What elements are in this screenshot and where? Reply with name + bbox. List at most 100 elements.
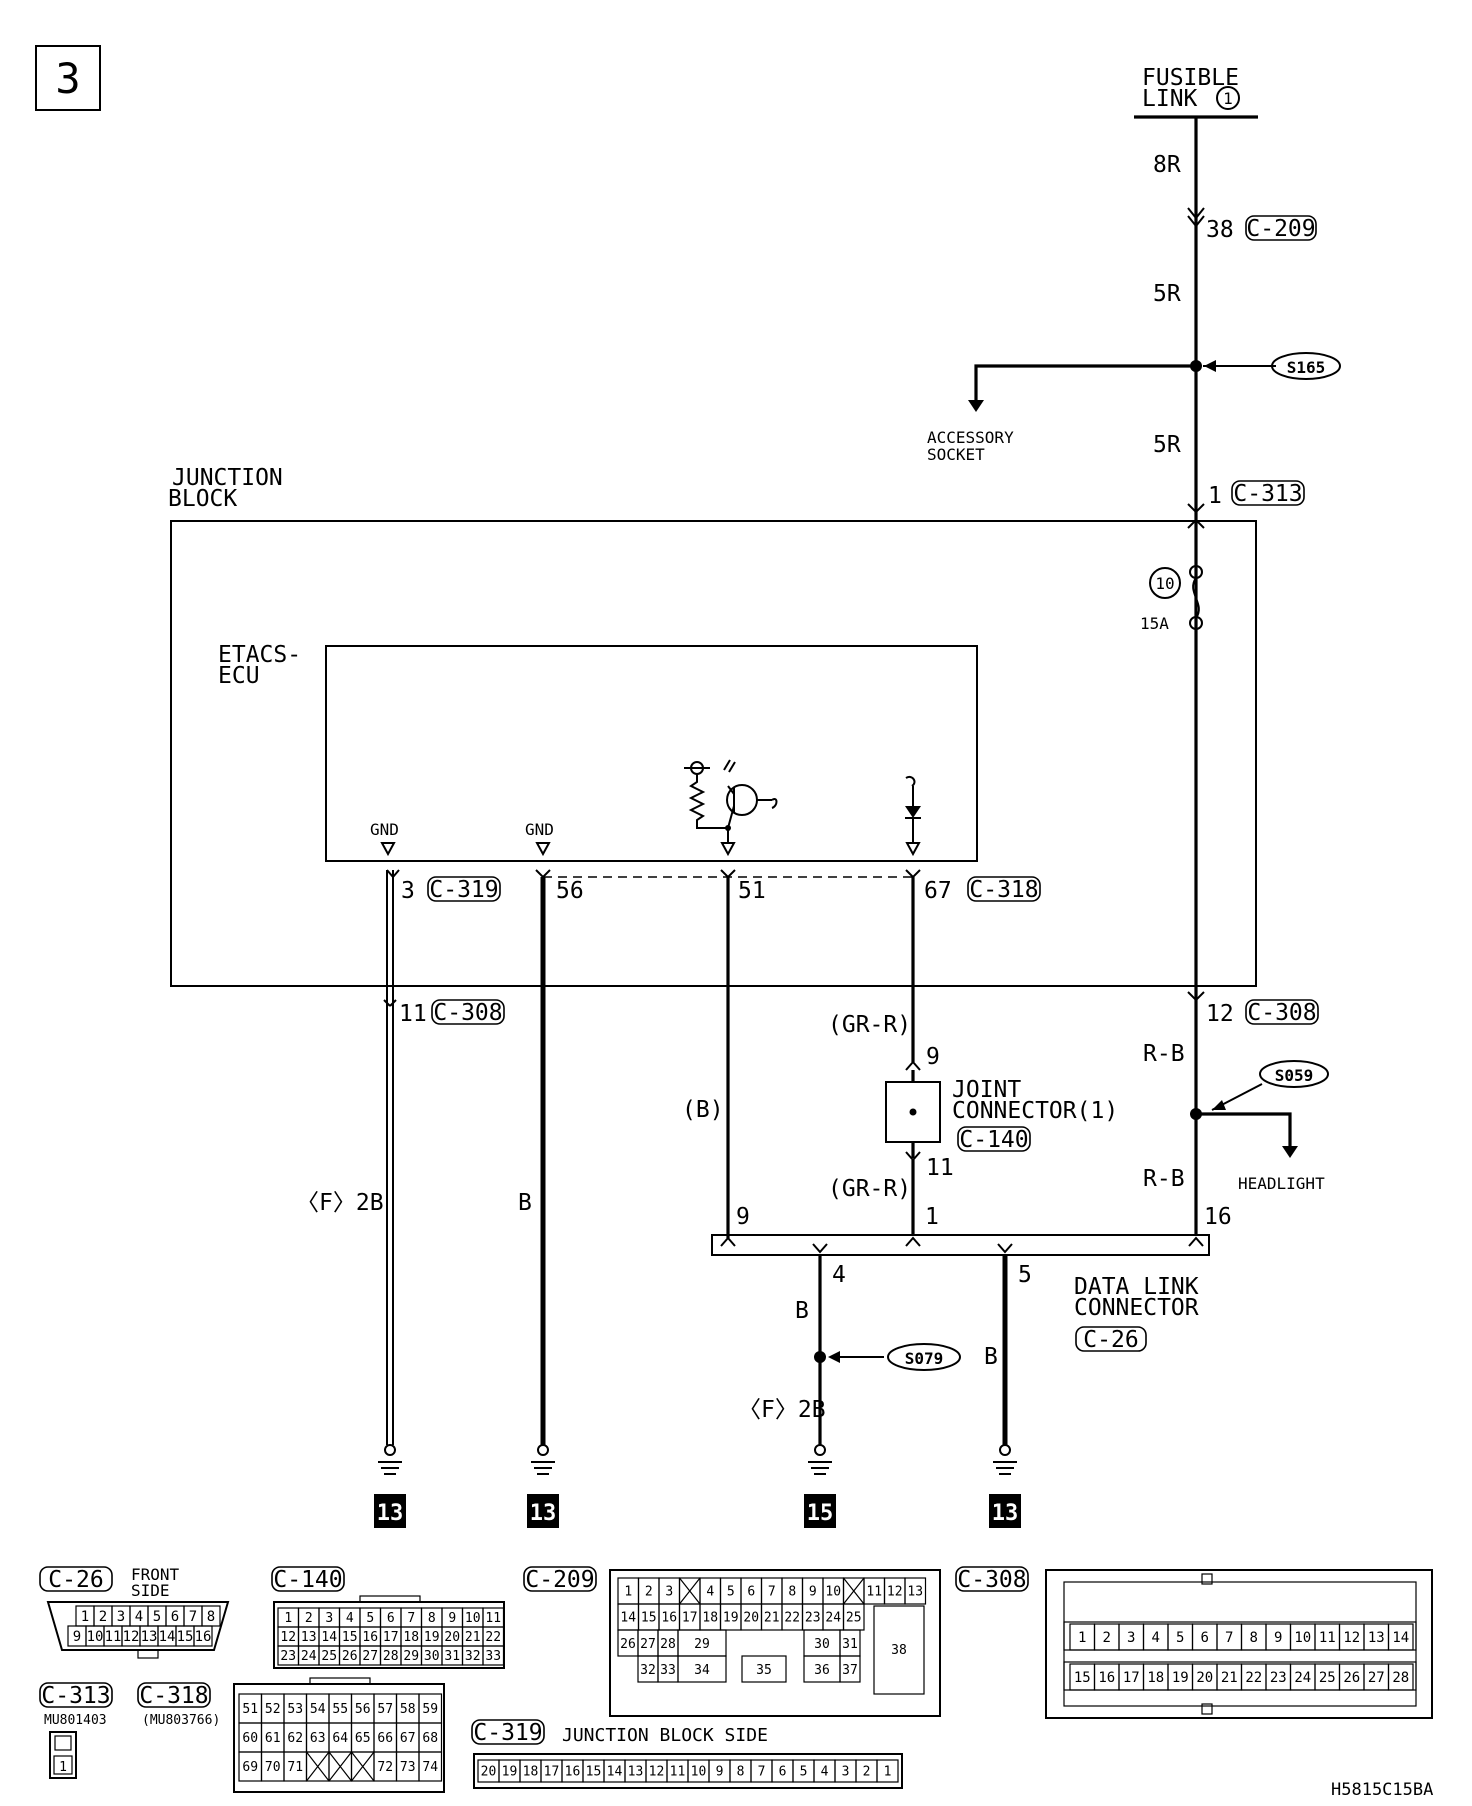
- front-side-2: SIDE: [131, 1581, 170, 1600]
- footer-c319: C-319: [473, 1720, 542, 1746]
- pin-number: 12: [1343, 1630, 1360, 1646]
- pin-number: 27: [362, 1649, 378, 1664]
- wire-8r: 8R: [1153, 152, 1181, 178]
- wire-b-dlc4: B: [795, 1298, 809, 1324]
- pin-number: 7: [758, 1765, 766, 1780]
- etacs-label-1: ETACS-: [218, 642, 301, 668]
- junction-label-1: JUNCTION: [172, 465, 283, 491]
- pin-number: 9: [716, 1765, 724, 1780]
- pin-number: 74: [422, 1760, 438, 1775]
- pin-number: 58: [400, 1702, 416, 1717]
- pin-dlc-5: 5: [1018, 1262, 1032, 1288]
- pin-number: 23: [805, 1611, 821, 1626]
- junction-block-side-label: JUNCTION BLOCK SIDE: [562, 1725, 768, 1746]
- pin-number: 16: [362, 1630, 378, 1645]
- pin-number: 14: [159, 1629, 176, 1645]
- pin-number: 10: [465, 1611, 481, 1626]
- pin-number: 14: [1392, 1630, 1409, 1646]
- pin-cell: [1387, 1623, 1414, 1651]
- pin-number: 22: [485, 1630, 501, 1645]
- ground-3: 15: [804, 1444, 836, 1528]
- ground-1: 13: [374, 1444, 406, 1528]
- pin-number: 52: [265, 1702, 281, 1717]
- pin-number: 26: [342, 1649, 358, 1664]
- pin-number: 11: [866, 1585, 882, 1600]
- pin-number: 10: [87, 1629, 104, 1645]
- pin-number: 2: [1103, 1630, 1111, 1646]
- pin-number: 15: [342, 1630, 358, 1645]
- connector-c308-b: C-308: [1247, 1000, 1316, 1026]
- pin-number: 5: [800, 1765, 808, 1780]
- pin-number: 2: [863, 1765, 871, 1780]
- pin-number: 33: [660, 1663, 676, 1678]
- fusible-link-label-1: FUSIBLE: [1142, 65, 1239, 91]
- pin-number: 69: [242, 1760, 258, 1775]
- fusible-link-number: 1: [1223, 89, 1233, 108]
- pin-number: 6: [779, 1765, 787, 1780]
- pin-number: 62: [287, 1731, 303, 1746]
- ground-4: 13: [989, 1444, 1021, 1528]
- pin-number: 2: [305, 1611, 313, 1626]
- pin-cell: [677, 1655, 727, 1683]
- pin-number: 7: [407, 1611, 415, 1626]
- headlight-label: HEADLIGHT: [1238, 1174, 1325, 1193]
- pin-dlc-9: 9: [736, 1204, 750, 1230]
- pin-number: 68: [422, 1731, 438, 1746]
- pin-number: 1: [284, 1611, 292, 1626]
- pin-number: 24: [1294, 1670, 1311, 1686]
- pin-number: 35: [756, 1663, 772, 1678]
- pin-number: 2: [645, 1585, 653, 1600]
- pin-number: 72: [377, 1760, 393, 1775]
- pin-dlc-4: 4: [832, 1262, 846, 1288]
- wire-5r-upper: 5R: [1153, 281, 1181, 307]
- pin-number: 29: [694, 1637, 710, 1652]
- gnd-label-2: GND: [525, 820, 554, 839]
- pin-number: 12: [123, 1629, 140, 1645]
- pin-number: 37: [842, 1663, 858, 1678]
- pin-number: 34: [694, 1663, 710, 1678]
- connector-c140: C-140: [959, 1127, 1028, 1153]
- fusible-link-label-2: LINK: [1142, 86, 1198, 112]
- pin-number: 3: [842, 1765, 850, 1780]
- pin-number: 66: [377, 1731, 393, 1746]
- pin-number: 15: [641, 1611, 657, 1626]
- splice-s165: S165: [1287, 358, 1326, 377]
- page-number-box: 3: [35, 45, 101, 111]
- pin-number: 7: [1225, 1630, 1233, 1646]
- empty-cavity: [328, 1751, 352, 1782]
- pin-number: 18: [403, 1630, 419, 1645]
- pin-number: 1: [884, 1765, 892, 1780]
- footer-c26: C-26: [48, 1567, 103, 1593]
- pin-56: 56: [556, 878, 584, 904]
- pin-number: 36: [814, 1663, 830, 1678]
- pin-number: 12: [649, 1765, 665, 1780]
- pin-c313-1: 1: [1208, 483, 1222, 509]
- pin-number: 31: [444, 1649, 460, 1664]
- pin-number: 16: [1098, 1670, 1115, 1686]
- pin-number: 32: [640, 1663, 656, 1678]
- pin-number: 13: [1368, 1630, 1385, 1646]
- pin-number: 2: [99, 1609, 107, 1625]
- pin-number: 9: [448, 1611, 456, 1626]
- pin-number: 10: [691, 1765, 707, 1780]
- accessory-label-1: ACCESSORY: [927, 428, 1014, 447]
- pin-number: 4: [706, 1585, 714, 1600]
- pin-number: 59: [422, 1702, 438, 1717]
- empty-cavity: [351, 1751, 375, 1782]
- pin-number: 67: [400, 1731, 416, 1746]
- pin-number: 8: [788, 1585, 796, 1600]
- junction-block: JUNCTION BLOCK 10 15A: [168, 465, 1257, 987]
- pin-number: 26: [1343, 1670, 1360, 1686]
- pin-number: 5: [1176, 1630, 1184, 1646]
- fusible-link: FUSIBLE LINK 1: [1134, 65, 1258, 119]
- junction-label-2: BLOCK: [168, 486, 237, 512]
- pin-number: 15: [177, 1629, 194, 1645]
- pin-number: 71: [287, 1760, 303, 1775]
- pin-number: 1: [1078, 1630, 1086, 1646]
- pin-number: 12: [887, 1585, 903, 1600]
- pin-number: 32: [465, 1649, 481, 1664]
- page-number: 3: [55, 54, 80, 103]
